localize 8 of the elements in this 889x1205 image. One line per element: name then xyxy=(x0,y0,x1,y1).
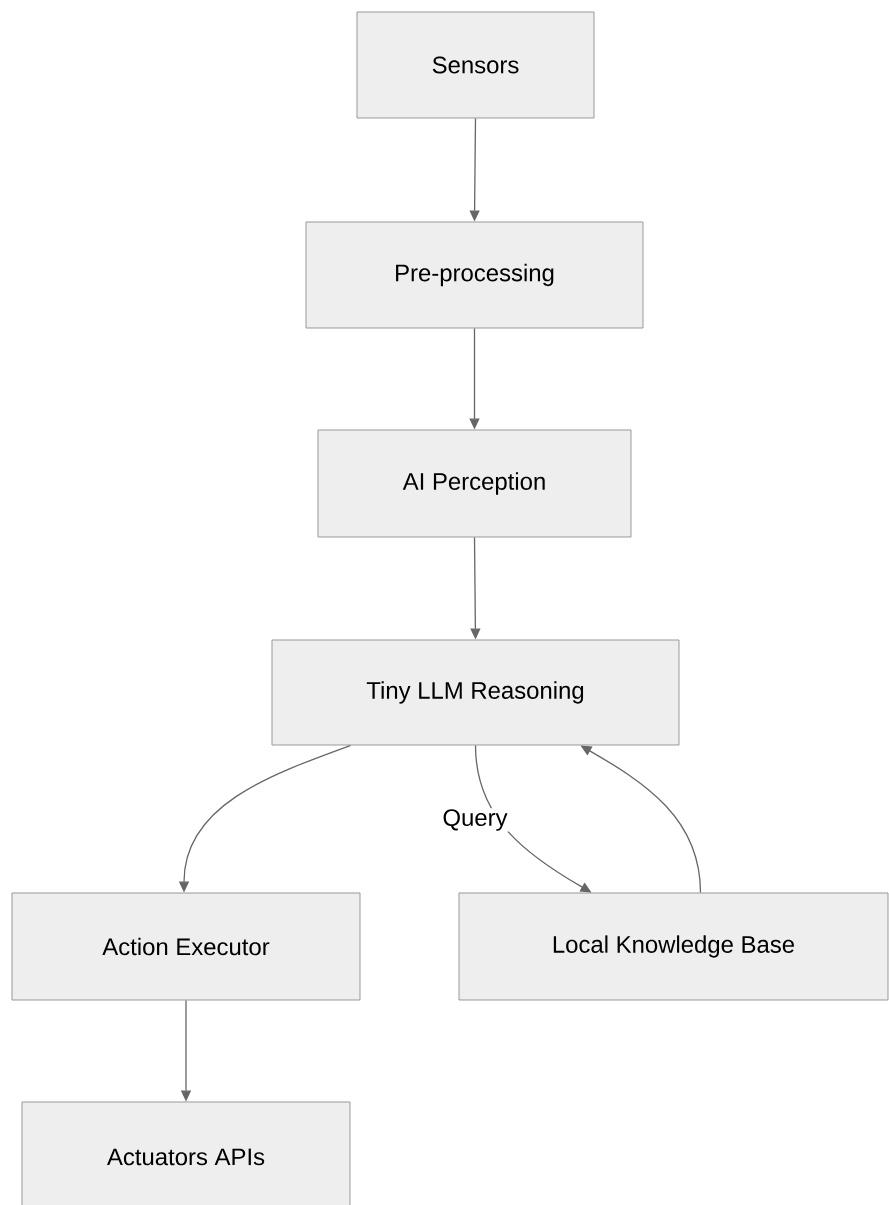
process-box: Pre-processing xyxy=(305,221,644,329)
edge-label: Query xyxy=(443,809,508,831)
process-box: Actuators APIs xyxy=(21,1101,351,1205)
process-box: AI Perception xyxy=(317,429,632,538)
process-box: Action Executor xyxy=(11,892,361,1001)
process-box: Tiny LLM Reasoning xyxy=(271,639,680,746)
process-box: Local Knowledge Base xyxy=(458,892,889,1001)
process-box: Sensors xyxy=(356,11,595,119)
